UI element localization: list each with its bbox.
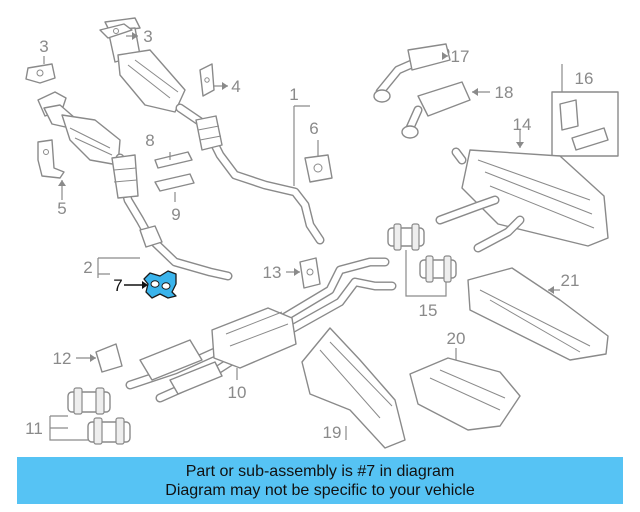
callout-4: 4 — [231, 77, 240, 96]
clamp-part-9 — [154, 173, 195, 192]
clamp-part-11 — [67, 387, 131, 445]
callout-21: 21 — [561, 271, 580, 290]
callout-15: 15 — [419, 301, 438, 320]
callout-5: 5 — [57, 199, 66, 218]
info-banner: Part or sub-assembly is #7 in diagram Di… — [17, 457, 623, 504]
callout-14: 14 — [513, 115, 532, 134]
left-catalytic-converter — [37, 91, 233, 281]
heat-shield-part-20 — [409, 357, 521, 431]
clamp-part-8 — [154, 151, 193, 169]
callout-7: 7 — [113, 276, 122, 295]
hanger-kit-part-16 — [551, 91, 619, 157]
bracket-part-5 — [37, 139, 65, 179]
callout-3-left: 3 — [39, 37, 48, 56]
callout-20: 20 — [447, 329, 466, 348]
bracket-part-4 — [199, 63, 215, 97]
tail-pipe-part-17 — [373, 43, 451, 103]
banner-line-2: Diagram may not be specific to your vehi… — [165, 481, 475, 499]
bracket-part-3-top — [99, 23, 133, 39]
callout-18: 18 — [495, 83, 514, 102]
callout-8: 8 — [145, 131, 154, 150]
rear-muffler-part-14 — [435, 147, 609, 253]
callout-16: 16 — [575, 69, 594, 88]
callout-3-top: 3 — [143, 27, 152, 46]
heat-shield-part-21 — [467, 267, 609, 361]
tail-pipe-part-18 — [401, 81, 471, 139]
callout-6: 6 — [309, 119, 318, 138]
callout-17: 17 — [451, 47, 470, 66]
hanger-part-6 — [304, 154, 333, 183]
callout-12: 12 — [53, 349, 72, 368]
callout-labels: 1 2 3 3 4 5 6 7 8 9 10 11 12 13 14 15 16… — [25, 27, 593, 442]
clamp-part-15 — [387, 223, 457, 283]
callout-9: 9 — [171, 205, 180, 224]
gasket-part-7-highlighted[interactable] — [143, 270, 177, 299]
callout-13: 13 — [263, 263, 282, 282]
hanger-part-13 — [299, 257, 321, 289]
callout-11: 11 — [25, 419, 43, 438]
callout-10: 10 — [228, 383, 247, 402]
callout-19: 19 — [323, 423, 342, 442]
callout-1: 1 — [289, 85, 298, 104]
heat-shield-part-19 — [301, 327, 406, 449]
banner-line-1: Part or sub-assembly is #7 in diagram — [185, 462, 455, 480]
center-pipe-resonator — [125, 257, 397, 403]
bracket-part-3-left — [25, 63, 56, 84]
bracket-part-12 — [95, 343, 123, 373]
leader-lines — [43, 32, 563, 441]
callout-2: 2 — [83, 258, 92, 277]
